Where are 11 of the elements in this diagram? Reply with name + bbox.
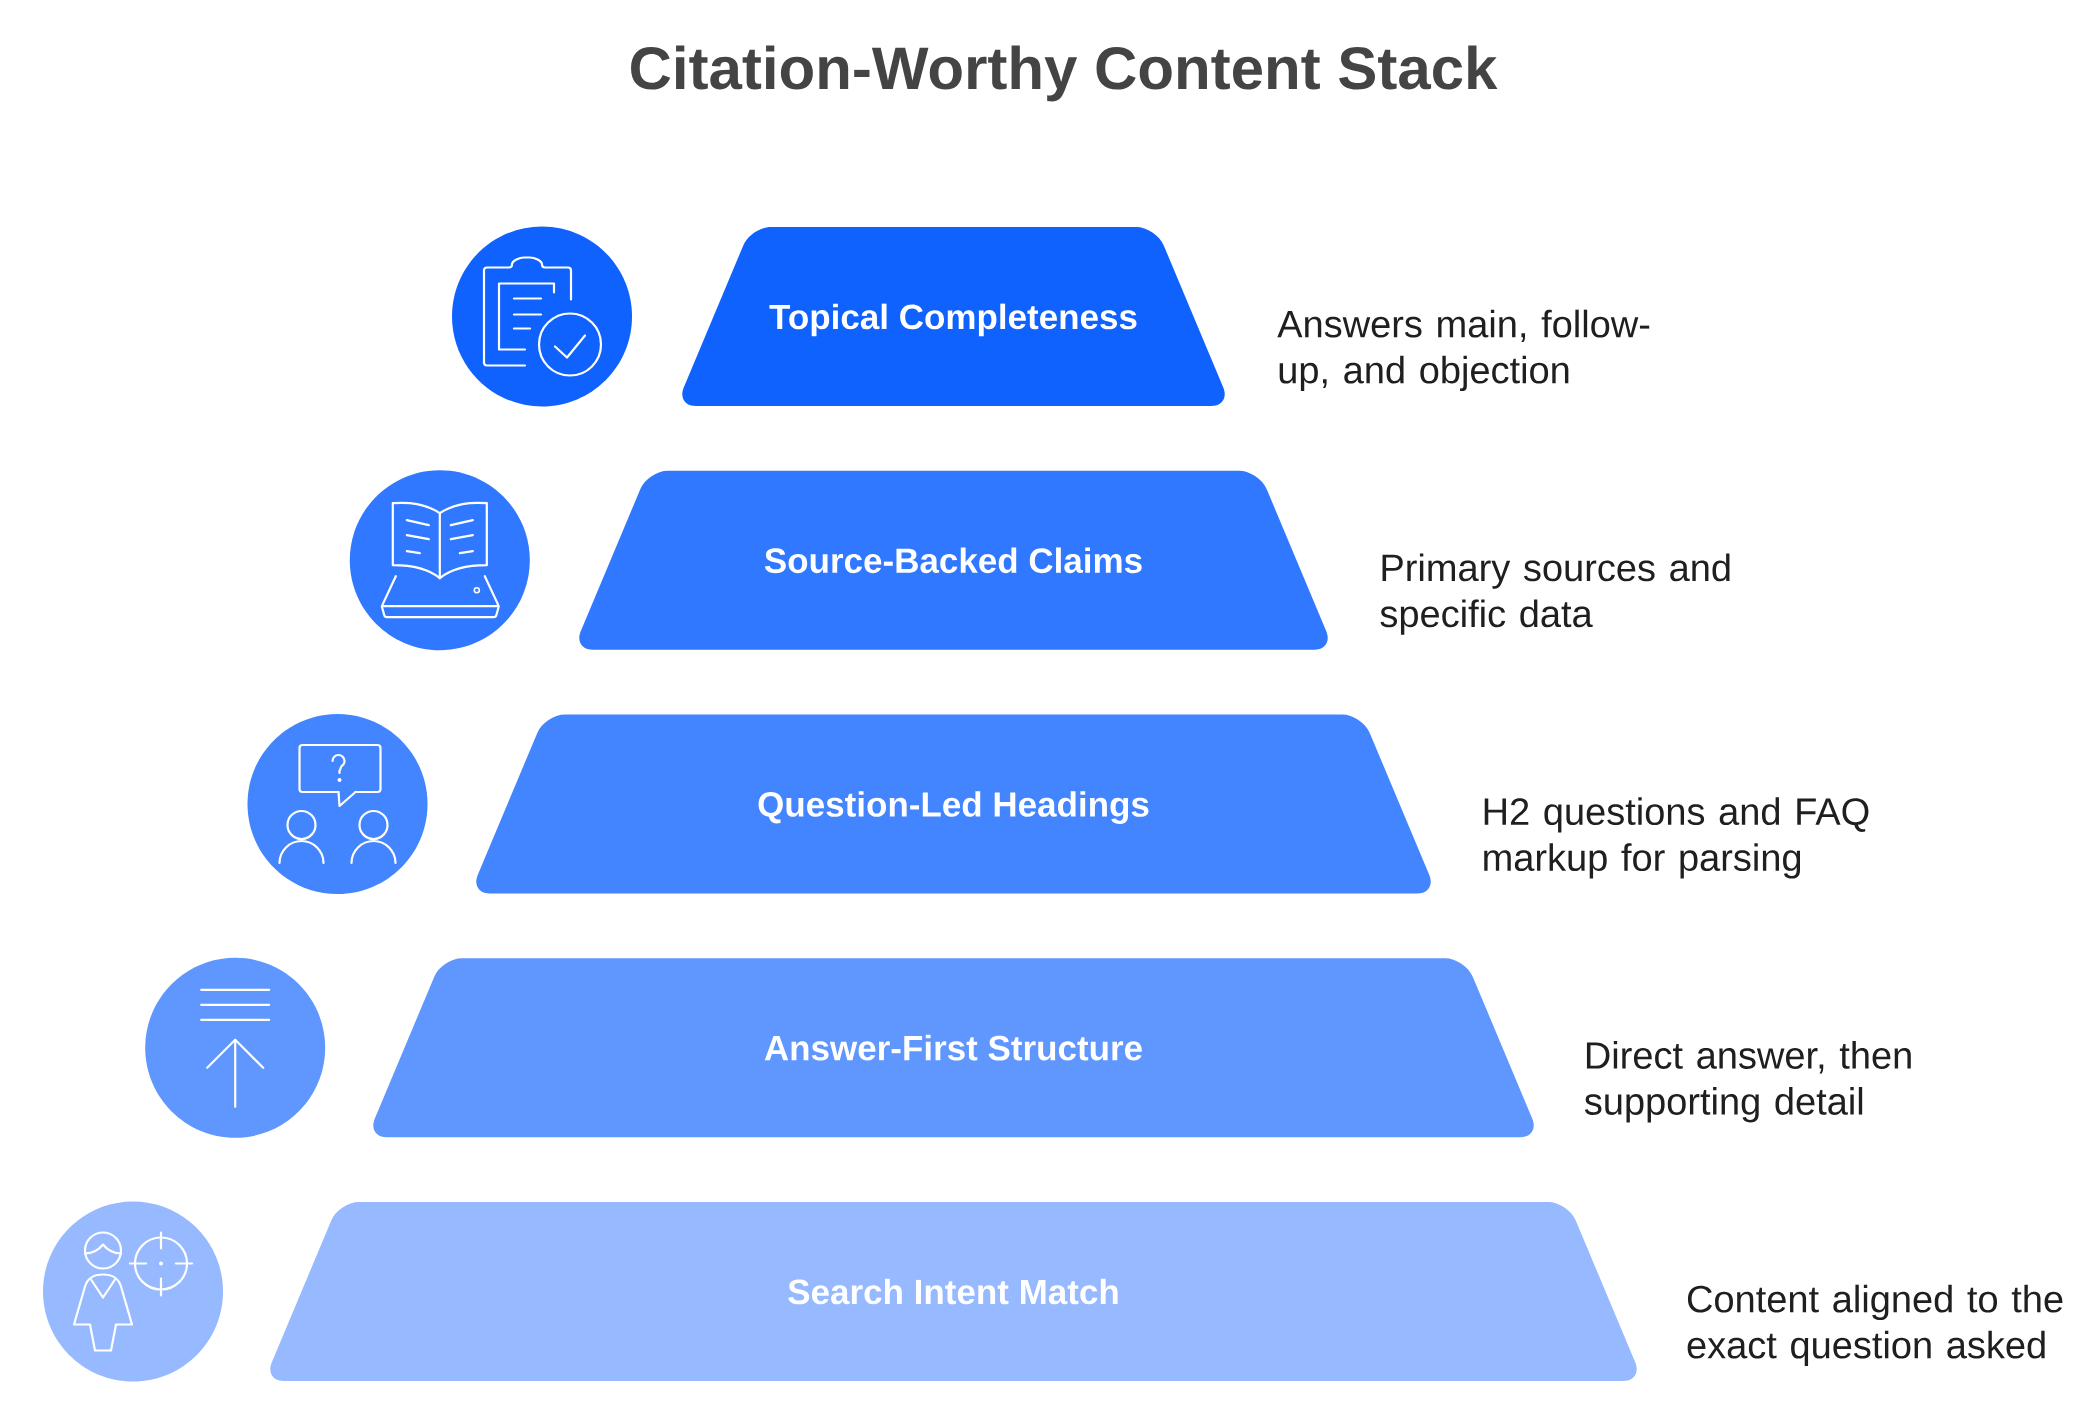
- pyramid-tier: Search Intent Match: [270, 1202, 1637, 1381]
- pyramid-tier: Question-Led Headings: [476, 714, 1431, 894]
- description-text: Primary sources and specific data: [1380, 553, 1730, 635]
- pyramid-tier: Topical Completeness: [682, 227, 1225, 406]
- pyramid-tier: Answer-First Structure: [373, 958, 1534, 1138]
- title: Citation-Worthy Content Stack: [631, 45, 1498, 102]
- pyramid-tier: Source-Backed Claims: [579, 470, 1328, 650]
- description-text: Content aligned to the exact question asked: [1687, 1284, 2063, 1367]
- description-text: Direct answer, then supporting detail: [1584, 1041, 1911, 1123]
- description-text: H2 questions and FAQ markup for parsing: [1484, 797, 1869, 879]
- description-text: Answers main, follow-up, and objection: [1277, 309, 1650, 392]
